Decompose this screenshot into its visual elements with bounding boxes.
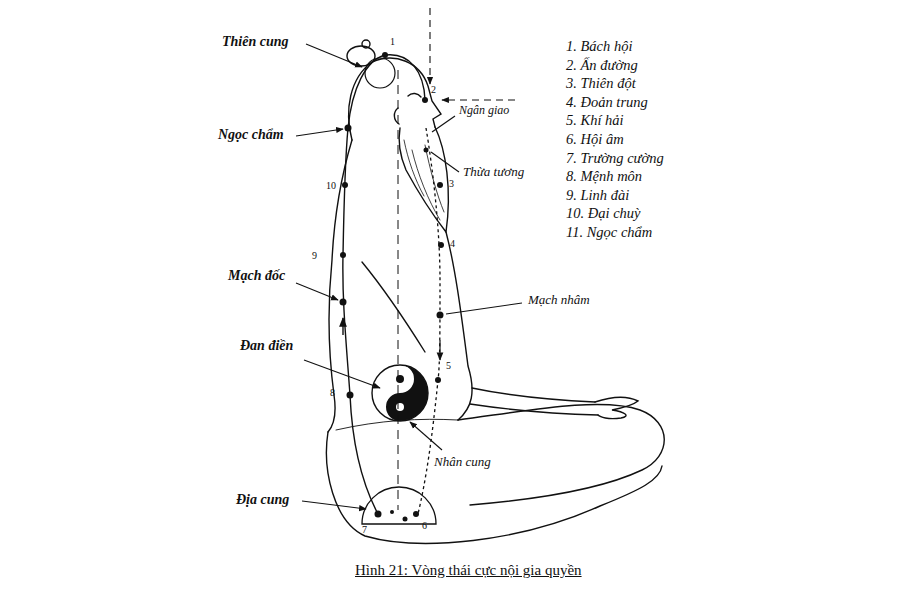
callout-number: 7 <box>362 524 367 536</box>
callout-number: 8 <box>330 387 335 399</box>
body-outline <box>327 40 665 543</box>
drawing-part <box>431 152 459 172</box>
callout-number: 4 <box>450 238 455 250</box>
list-item: 8. Mệnh môn <box>566 168 642 185</box>
drawing-part <box>327 432 662 543</box>
drawing-part <box>396 375 404 383</box>
part-label: Đan điền <box>240 338 293 354</box>
drawing-part <box>386 365 428 421</box>
drawing-part <box>345 125 352 132</box>
drawing-part <box>399 127 448 232</box>
callout-number: 6 <box>422 520 427 532</box>
drawing-part <box>306 44 362 67</box>
drawing-part <box>435 377 441 383</box>
drawing-part <box>424 148 429 153</box>
callout-number: 2 <box>431 84 436 96</box>
drawing-part <box>404 140 424 196</box>
drawing-part <box>438 242 444 248</box>
list-item: 5. Khí hải <box>566 112 624 129</box>
figure-caption: Hình 21: Vòng thái cực nội gia quyền <box>355 562 582 579</box>
leader-lines <box>296 44 522 509</box>
drawing-part <box>340 299 347 306</box>
drawing-part <box>347 392 354 399</box>
list-item: 1. Bách hội <box>566 38 632 55</box>
drawing-part <box>403 517 408 522</box>
meridian-lines <box>343 8 515 514</box>
drawing-part <box>296 129 343 136</box>
list-item: 3. Thiên đột <box>566 75 636 92</box>
callout-number: 1 <box>390 36 395 48</box>
palace-marks <box>362 58 436 524</box>
part-label: Ngân giao <box>459 104 509 118</box>
part-label: Mạch nhâm <box>528 293 590 308</box>
part-label: Địa cung <box>236 492 289 508</box>
drawing-part <box>372 365 428 421</box>
list-item: 10. Đại chuỳ <box>566 205 641 222</box>
drawing-part <box>408 93 421 97</box>
callout-number: 5 <box>446 360 451 372</box>
drawing-part <box>375 511 382 518</box>
drawing-part <box>410 422 442 450</box>
drawing-part <box>432 116 455 132</box>
drawing-part <box>429 8 430 84</box>
drawing-part <box>437 312 444 319</box>
part-label: Nhân cung <box>434 455 491 470</box>
drawing-part <box>422 97 428 103</box>
list-item: 9. Linh đài <box>566 187 629 204</box>
drawing-part <box>362 262 425 352</box>
drawing-part <box>342 182 348 188</box>
drawing-part <box>442 99 515 100</box>
drawing-part <box>343 55 425 514</box>
part-label: Mạch đốc <box>228 268 285 284</box>
drawing-part <box>349 58 441 140</box>
list-item: 7. Trường cường <box>566 150 664 167</box>
drawing-part <box>342 318 343 335</box>
callout-number: 3 <box>449 178 454 190</box>
drawing-part <box>362 40 370 48</box>
drawing-part <box>413 511 419 517</box>
drawing-part <box>446 232 472 420</box>
part-label: Thiên cung <box>222 34 289 50</box>
part-label: Thừa tương <box>463 165 524 180</box>
drawing-part <box>396 403 404 411</box>
list-item: 4. Đoản trung <box>566 94 648 111</box>
acupoint-dots <box>340 52 445 518</box>
drawing-part <box>296 283 338 300</box>
drawing-part <box>340 252 346 258</box>
drawing-part <box>302 501 366 509</box>
drawing-part <box>412 150 440 220</box>
drawing-part <box>390 510 394 514</box>
drawing-part <box>398 70 399 510</box>
callout-number: 9 <box>312 250 317 262</box>
list-item: 11. Ngọc chẩm <box>566 224 652 241</box>
drawing-part <box>382 52 388 58</box>
drawing-part <box>304 360 380 388</box>
drawing-part <box>472 388 595 402</box>
drawing-part <box>439 340 440 360</box>
drawing-part <box>437 182 443 188</box>
part-label: Ngọc chẩm <box>218 127 284 143</box>
callout-number: 10 <box>326 180 336 192</box>
list-item: 6. Hội âm <box>566 131 624 148</box>
drawing-part <box>365 58 395 88</box>
drawing-part <box>446 303 522 314</box>
list-item: 2. Ấn đường <box>566 57 638 74</box>
